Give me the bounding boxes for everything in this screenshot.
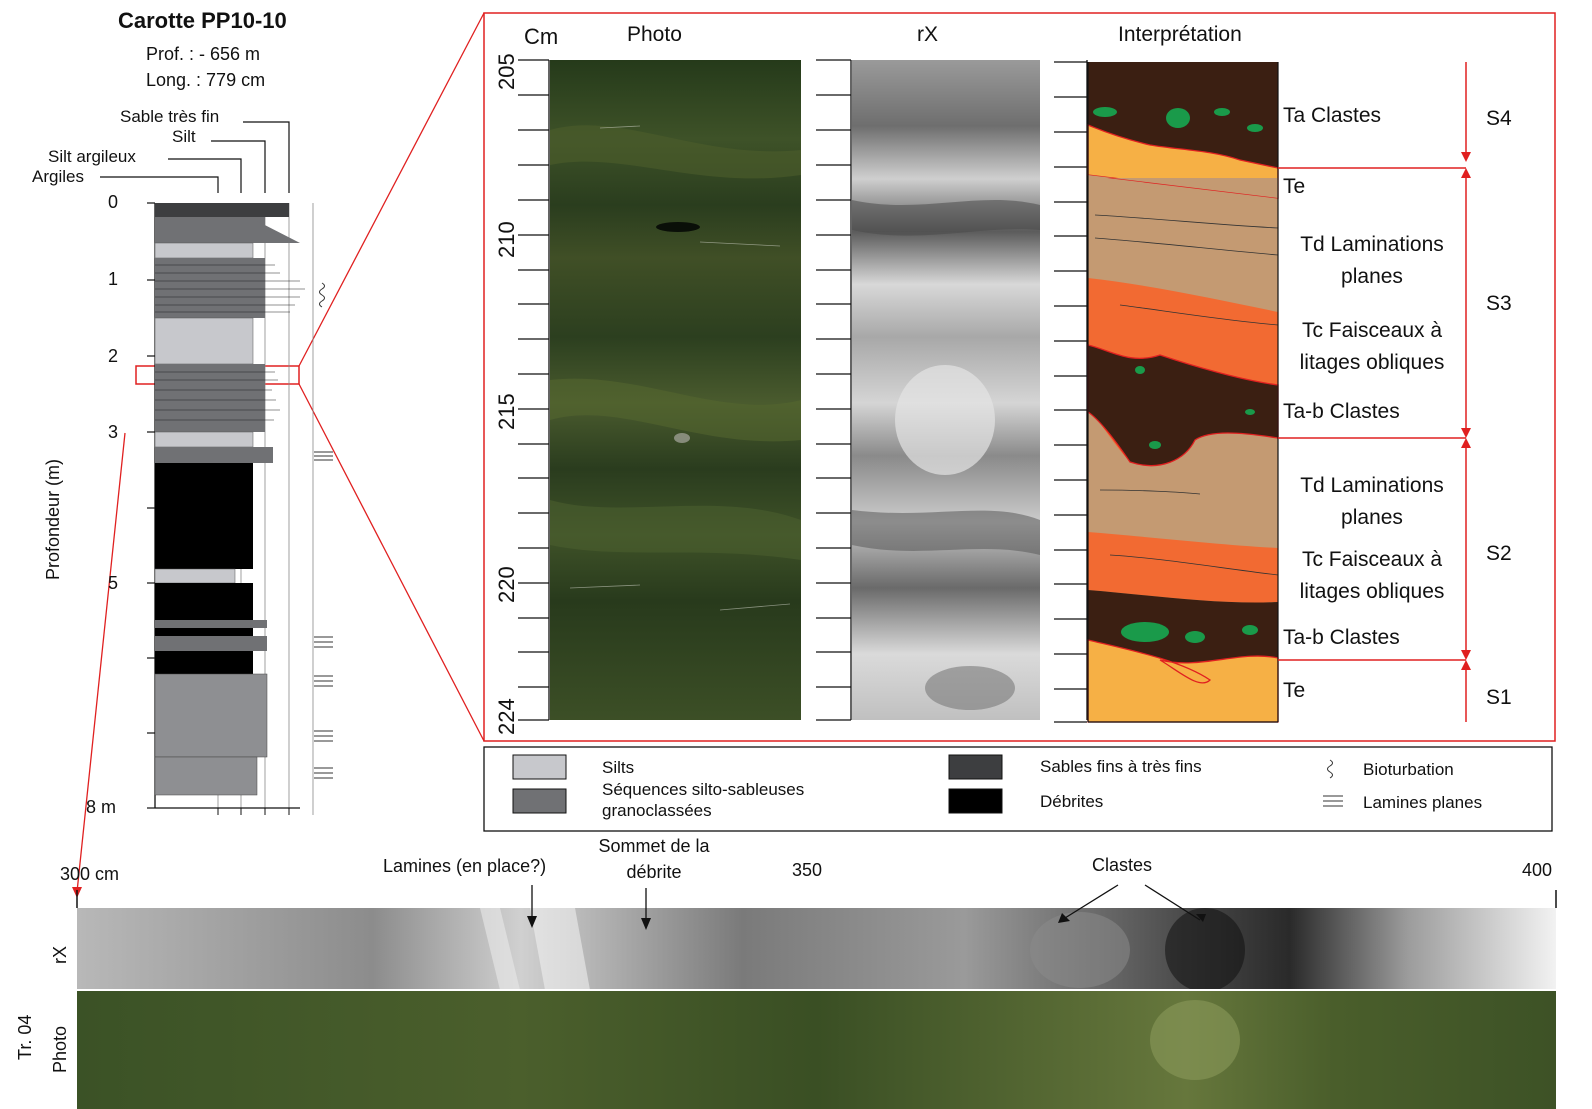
zoom-connector-bottom bbox=[298, 383, 485, 742]
facies-label: Ta-b Clastes bbox=[1283, 400, 1400, 423]
facies-label: Ta Clastes bbox=[1283, 104, 1382, 127]
zoom-connector-top bbox=[298, 12, 485, 367]
legend-label-sequences: Séquences silto-sableuses granoclassées bbox=[602, 780, 805, 820]
photo-strip bbox=[77, 991, 1556, 1109]
log-depth-tick: 1 bbox=[108, 269, 119, 289]
column-title-photo: Photo bbox=[627, 23, 682, 46]
sequence-arrows bbox=[1461, 62, 1471, 722]
zoom-depth-tick: 215 bbox=[494, 393, 519, 430]
annotation-sommet: Sommet de la débrite bbox=[598, 836, 710, 882]
rx-strip bbox=[77, 908, 1556, 990]
log-depth-tick: 2 bbox=[108, 346, 119, 366]
log-axis-label: Profondeur (m) bbox=[43, 458, 63, 580]
log-depth-tick: 8 m bbox=[86, 797, 117, 817]
grain-size-label: Silt argileux bbox=[48, 147, 136, 166]
annotation-arrows bbox=[527, 884, 1206, 930]
facies-label: Te bbox=[1283, 679, 1306, 702]
core-depth: Prof. : - 656 m bbox=[146, 44, 261, 64]
annotation-lamines: Lamines (en place?) bbox=[383, 856, 547, 876]
column-title-rx: rX bbox=[917, 23, 938, 46]
log-depth-tick: 3 bbox=[108, 422, 119, 442]
rx-scale bbox=[816, 59, 852, 721]
facies-label: Tc Faisceaux à litages obliques bbox=[1299, 548, 1445, 603]
depth-scale bbox=[518, 59, 550, 721]
log-depth-tick: 5 bbox=[108, 573, 119, 593]
sequence-label: S4 bbox=[1486, 107, 1512, 130]
interp-scale bbox=[1054, 60, 1088, 723]
legend-label-sables: Sables fins à très fins bbox=[1040, 757, 1202, 776]
bottom-scale-start: 300 cm bbox=[60, 864, 120, 884]
sequence-label: S2 bbox=[1486, 542, 1512, 565]
legend-label-debrites: Débrites bbox=[1040, 792, 1104, 811]
sedimentary-log bbox=[147, 202, 333, 815]
annotation-clastes: Clastes bbox=[1092, 855, 1153, 875]
facies-label: Ta-b Clastes bbox=[1283, 626, 1400, 649]
zoom-depth-tick: 210 bbox=[494, 221, 519, 258]
legend-label-bioturbation: Bioturbation bbox=[1363, 760, 1454, 779]
grain-size-lines bbox=[100, 121, 290, 193]
grain-size-label: Argiles bbox=[32, 167, 84, 186]
facies-label: Td Laminations planes bbox=[1300, 233, 1444, 288]
grain-size-label: Silt bbox=[172, 127, 196, 146]
core-length: Long. : 779 cm bbox=[146, 70, 266, 90]
rx-strip-texture bbox=[480, 908, 1245, 992]
log-depth-tick: 0 bbox=[108, 192, 119, 212]
rx-core bbox=[852, 60, 1040, 720]
legend-box bbox=[483, 746, 1553, 832]
zoom-depth-tick: 220 bbox=[494, 566, 519, 603]
facies-label: Td Laminations planes bbox=[1300, 474, 1444, 529]
column-title-interpretation: Interprétation bbox=[1118, 23, 1242, 46]
interpretation-column bbox=[1087, 62, 1466, 723]
zoom-depth-tick: 224 bbox=[494, 698, 519, 735]
core-title: Carotte PP10-10 bbox=[118, 8, 287, 33]
bottom-scale-end: 400 bbox=[1522, 860, 1553, 880]
depth-unit: Cm bbox=[524, 24, 559, 49]
zoom-depth-tick: 205 bbox=[494, 53, 519, 90]
facies-label: Tc Faisceaux à litages obliques bbox=[1299, 319, 1445, 374]
facies-label: Te bbox=[1283, 175, 1306, 198]
photo-core bbox=[550, 60, 801, 720]
strip-label-photo: Photo bbox=[50, 1025, 70, 1073]
lamines-icon bbox=[1323, 795, 1343, 807]
track-label: Tr. 04 bbox=[15, 1014, 35, 1060]
grain-size-label: Sable très fin bbox=[120, 107, 220, 126]
legend-label-silts: Silts bbox=[602, 758, 635, 777]
strip-label-rx: rX bbox=[50, 946, 70, 964]
bottom-scale-mid: 350 bbox=[792, 860, 823, 880]
bioturbation-icon bbox=[1327, 759, 1333, 779]
sequence-label: S3 bbox=[1486, 292, 1512, 315]
bottom-connector bbox=[76, 432, 126, 893]
legend-label-lamines: Lamines planes bbox=[1363, 793, 1483, 812]
zoom-frame bbox=[483, 12, 1556, 742]
bottom-scale bbox=[76, 890, 1557, 908]
sequence-label: S1 bbox=[1486, 686, 1512, 709]
